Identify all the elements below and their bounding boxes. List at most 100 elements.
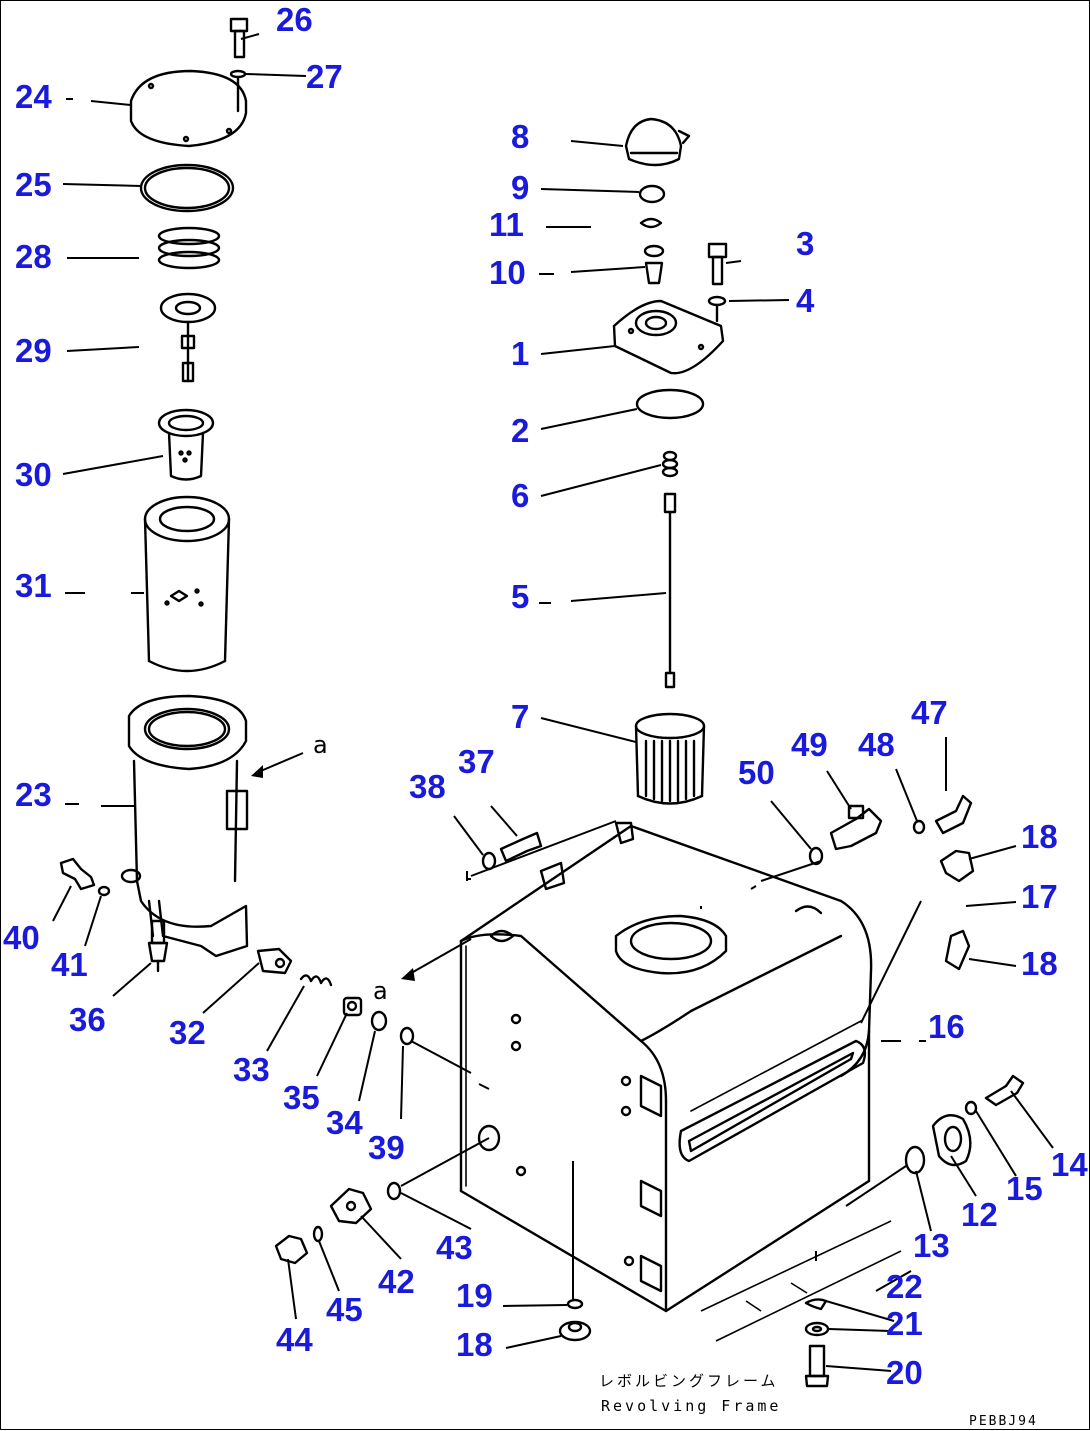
part-12-flange xyxy=(931,1114,972,1167)
part-28-washer xyxy=(229,69,247,113)
part-10-adapter xyxy=(643,244,665,285)
callout-6: 6 xyxy=(511,477,529,514)
part-14-bolt xyxy=(984,1074,1025,1107)
callout-11: 11 xyxy=(489,206,524,243)
callout-22: 21 xyxy=(886,1305,923,1342)
part-20-washer xyxy=(566,1298,584,1310)
callout-45: 44 xyxy=(276,1321,313,1358)
part-49-valve xyxy=(829,804,883,851)
part-2-o-ring xyxy=(635,388,705,420)
part-43-elbow xyxy=(329,1187,373,1225)
callout-2: 2 xyxy=(511,412,529,449)
part-46-o-ring xyxy=(312,1225,324,1243)
callout-26: 25 xyxy=(15,166,52,203)
callout-16: 16 xyxy=(928,1008,965,1045)
part-6-spring xyxy=(661,450,679,478)
part-44-o-ring xyxy=(386,1181,402,1201)
part-16-tank xyxy=(459,821,873,1313)
part-32-strainer-element xyxy=(143,495,231,673)
part-31-strainer-cap xyxy=(157,408,215,481)
part-5-rod xyxy=(663,492,677,689)
callouts: 26 27 24 25 28 29 30 31 23 40 41 36 32 3… xyxy=(3,1,1088,1391)
part-7-filter xyxy=(634,712,706,805)
view-letter-a-upper: a xyxy=(313,731,328,759)
part-22-washer xyxy=(804,1321,830,1337)
callout-13: 13 xyxy=(913,1227,950,1264)
part-33-fitting xyxy=(256,947,293,975)
part-42-washer xyxy=(97,885,111,897)
callout-4: 4 xyxy=(796,282,815,319)
part-9-seal xyxy=(638,184,666,204)
callout-5: 5 xyxy=(511,578,529,615)
callout-24: 23 xyxy=(15,776,52,813)
revolving-frame xyxy=(700,1220,902,1342)
part-11-snap-ring xyxy=(639,217,663,229)
callout-36: 35 xyxy=(283,1079,320,1116)
part-4-washer xyxy=(707,295,727,323)
callout-14: 14 xyxy=(1051,1146,1088,1183)
callout-25: 24 xyxy=(15,78,52,115)
part-40-o-ring xyxy=(399,1026,415,1046)
callout-49: 49 xyxy=(791,726,828,763)
part-25-cover xyxy=(129,69,248,148)
callout-12: 12 xyxy=(961,1196,998,1233)
part-19-nut xyxy=(558,1320,592,1342)
part-36-plug xyxy=(342,996,363,1017)
callout-27: 26 xyxy=(276,1,313,38)
callout-29: 28 xyxy=(15,238,52,275)
part-41-bolt xyxy=(59,857,96,891)
part-38-plug xyxy=(499,831,543,863)
callout-20: 19 xyxy=(456,1277,493,1314)
callout-35: 34 xyxy=(326,1104,363,1141)
callout-43: 42 xyxy=(378,1263,415,1300)
drawing-code: PEBBJ94 xyxy=(969,1414,1038,1429)
callout-48: 48 xyxy=(858,726,895,763)
callout-1: 1 xyxy=(511,335,529,372)
part-21-bolt xyxy=(804,1344,830,1388)
callout-10: 10 xyxy=(489,254,526,291)
callout-33: 32 xyxy=(169,1014,206,1051)
part-29-spring xyxy=(157,226,221,270)
callout-28: 27 xyxy=(306,58,343,95)
callout-47: 47 xyxy=(911,694,948,731)
callout-40: 39 xyxy=(368,1129,405,1166)
callout-30: 29 xyxy=(15,332,52,369)
callout-46: 45 xyxy=(326,1291,363,1328)
part-27-bolt xyxy=(229,17,249,59)
callout-15: 15 xyxy=(1006,1170,1043,1207)
callout-23: 22 xyxy=(886,1268,923,1305)
leader-lines xyxy=(52,33,1054,1372)
frame-label-jp: レボルビングフレーム xyxy=(599,1372,779,1390)
callout-37: 36 xyxy=(69,1001,106,1038)
part-23-spacer xyxy=(804,1298,828,1311)
part-50-o-ring xyxy=(808,846,824,866)
part-48-o-ring xyxy=(912,819,926,835)
callout-18-lower: 18 xyxy=(1021,945,1058,982)
part-8-cap xyxy=(624,117,691,167)
callout-34: 33 xyxy=(233,1051,270,1088)
part-45-fitting xyxy=(274,1234,309,1265)
part-1-cover xyxy=(612,299,725,375)
part-37-sensor xyxy=(147,919,169,973)
part-3-bolt xyxy=(707,242,728,286)
callout-7: 7 xyxy=(511,698,529,735)
frame-label-en: Revolving Frame xyxy=(601,1397,781,1415)
part-47-elbow xyxy=(934,794,973,835)
callout-38: 37 xyxy=(458,743,495,780)
callout-17: 17 xyxy=(1021,878,1058,915)
callout-18-upper: 18 xyxy=(1021,818,1058,855)
part-24-strainer-case xyxy=(120,694,249,958)
view-letter-a-lower: a xyxy=(373,977,388,1005)
callout-44: 43 xyxy=(436,1229,473,1266)
callout-50: 50 xyxy=(738,754,775,791)
part-15-washer xyxy=(964,1100,978,1116)
part-26-o-ring xyxy=(139,163,235,213)
callout-9: 9 xyxy=(511,169,529,206)
callout-41: 40 xyxy=(3,919,40,956)
callout-3: 3 xyxy=(796,225,814,262)
callout-42: 41 xyxy=(51,946,88,983)
callout-19: 18 xyxy=(456,1326,493,1363)
view-arrow-a-upper xyxy=(251,752,304,778)
